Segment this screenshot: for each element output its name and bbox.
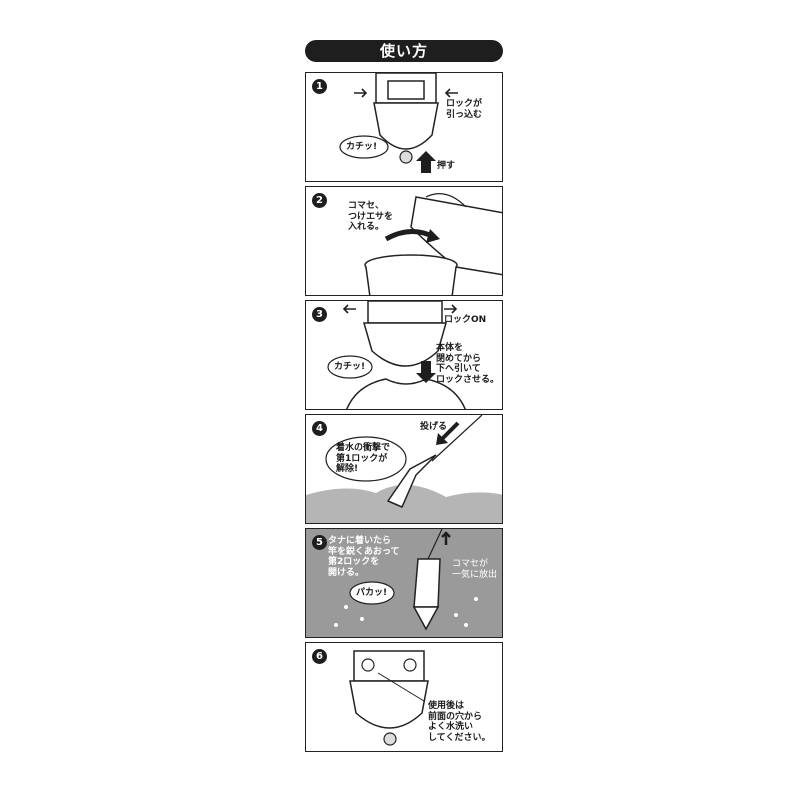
first-lock-release-label: 着水の衝撃で 第1ロックが 解除! bbox=[336, 443, 391, 474]
lock-on-label: ロックON bbox=[444, 315, 487, 325]
click-label: カチッ! bbox=[334, 362, 366, 372]
push-label: 押す bbox=[437, 161, 456, 171]
page-title: 使い方 bbox=[305, 40, 503, 62]
bait-label: コマセ、 つけエサを 入れる。 bbox=[348, 201, 394, 232]
tana-label: タナに着いたら 竿を鋭くあおって 第2ロックを 開ける。 bbox=[328, 536, 400, 578]
pop-label: パカッ! bbox=[356, 588, 388, 598]
step-2-illustration bbox=[364, 193, 502, 295]
step-number: 6 bbox=[312, 649, 327, 664]
step-1-panel: 1 ロックが 引っ込む カチッ! 押す bbox=[305, 72, 503, 182]
lock-retract-label: ロックが 引っ込む bbox=[446, 99, 483, 120]
step-number: 4 bbox=[312, 421, 327, 436]
step-number: 1 bbox=[312, 79, 327, 94]
throw-label: 投げる bbox=[420, 422, 448, 432]
pull-lock-label: 本体を 閉めてから 下へ引いて ロックさせる。 bbox=[436, 343, 500, 385]
step-number: 3 bbox=[312, 307, 327, 322]
step-3-panel: 3 ロックON カチッ! 本体を 閉めてから 下へ引いて ロックさせる。 bbox=[305, 300, 503, 410]
step-3-illustration bbox=[327, 301, 466, 409]
step-4-panel: 4 投げる 着水の衝撃で 第1ロックが 解除! bbox=[305, 414, 503, 524]
step-5-illustration bbox=[334, 529, 478, 631]
step-4-illustration bbox=[306, 415, 502, 523]
step-number: 5 bbox=[312, 535, 327, 550]
step-2-panel: 2 コマセ、 つけエサを 入れる。 bbox=[305, 186, 503, 296]
komase-release-label: コマセが 一気に放出 bbox=[452, 559, 498, 580]
step-number: 2 bbox=[312, 193, 327, 208]
wash-label: 使用後は 前面の穴から よく水洗い してください。 bbox=[428, 701, 491, 743]
step-6-illustration bbox=[349, 650, 429, 746]
click-label: カチッ! bbox=[346, 142, 378, 152]
step-5-panel: 5 タナに着いたら 竿を鋭くあおって 第2ロックを 開ける。 コマセが 一気に放… bbox=[305, 528, 503, 638]
step-1-illustration bbox=[339, 73, 458, 173]
step-6-panel: 6 使用後は 前面の穴から よく水洗い してください。 bbox=[305, 642, 503, 752]
